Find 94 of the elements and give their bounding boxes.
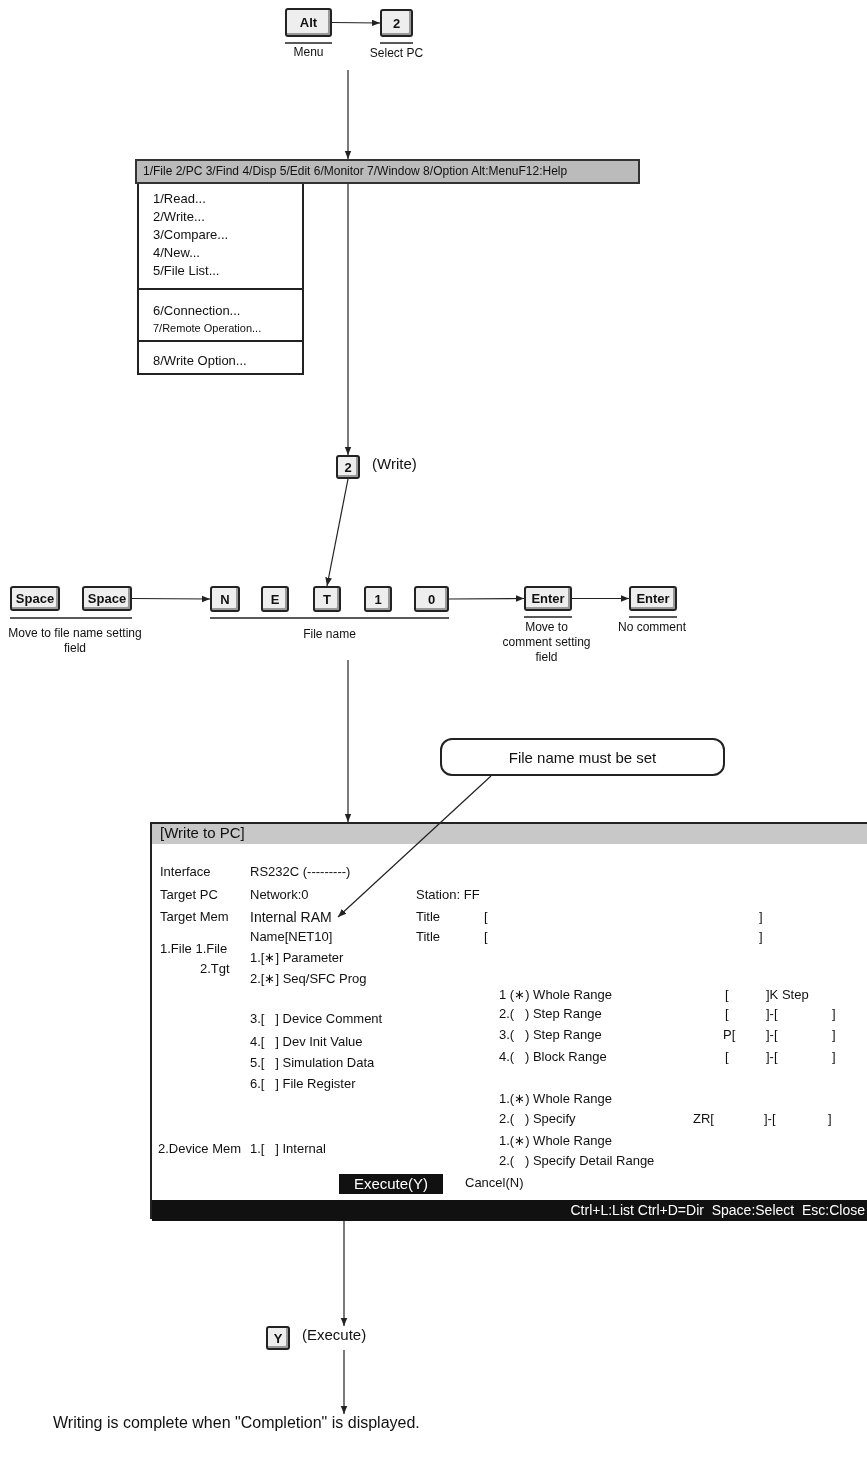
field-value: Internal RAM [250, 908, 338, 926]
execute-button: Execute(Y) [339, 1174, 443, 1194]
arrow [131, 595, 211, 603]
key-cap: Enter [629, 586, 677, 611]
menu-item: 2/Write... [153, 208, 205, 225]
field-label: 3.[ ] Device Comment [250, 1010, 383, 1028]
menu-item: 4/New... [153, 244, 200, 261]
menu-item: 5/File List... [153, 262, 220, 279]
key-cap: Space [82, 586, 132, 611]
field-label: [ [484, 928, 488, 946]
field-label: ]-[ [766, 1048, 778, 1066]
key-cap: Alt [285, 8, 332, 37]
dialog-window [150, 822, 867, 1219]
arrow [344, 183, 352, 456]
key-cap: 0 [414, 586, 449, 612]
key-caption: (Execute) [302, 1327, 367, 1342]
field-label: [ [725, 1048, 729, 1066]
key-cap: E [261, 586, 289, 612]
key-cap: N [210, 586, 240, 612]
dropdown-menu [137, 184, 304, 375]
field-label: Station: FF [416, 886, 480, 904]
field-label: [ [725, 986, 729, 1004]
field-label: P[ [723, 1026, 736, 1044]
field-label: 2.Tgt [200, 960, 230, 978]
arrow [344, 659, 352, 823]
field-label: 4.[ ] Dev Init Value [250, 1033, 363, 1051]
field-label: ] [759, 908, 763, 926]
field-label: ] [832, 1026, 836, 1044]
field-label: ] [832, 1005, 836, 1023]
field-label: 4.( ) Block Range [499, 1048, 607, 1066]
key-caption: Move to comment setting field [501, 620, 592, 665]
status-bar: Ctrl+L:List Ctrl+D=Dir Space:Select Esc:Close [152, 1200, 867, 1221]
field-label: ]-[ [764, 1110, 776, 1128]
field-label: 3.( ) Step Range [499, 1026, 602, 1044]
field-label: 1.[∗] Parameter [250, 949, 344, 967]
menu-item: 8/Write Option... [153, 352, 247, 369]
field-label: [ [484, 908, 488, 926]
key-cap: 1 [364, 586, 392, 612]
key-caption: No comment [617, 620, 687, 635]
field-label: 1.(∗) Whole Range [499, 1090, 612, 1108]
field-label: Name[NET10] [250, 928, 333, 946]
window-title: [Write to PC] [160, 824, 245, 842]
menu-item: 7/Remote Operation... [153, 321, 262, 336]
field-label: ]-[ [766, 1005, 778, 1023]
field-label: ZR[ [693, 1110, 714, 1128]
result-text: Writing is complete when "Completion" is displayed. [53, 1414, 773, 1436]
key-group-caption: File name [302, 627, 357, 642]
field-label: RS232C (---------) [250, 863, 351, 881]
field-label: ] [828, 1110, 832, 1128]
arrow [340, 1349, 348, 1415]
arrow [571, 595, 630, 602]
arrow [325, 478, 349, 587]
field-label: 1.File 1.File [160, 940, 228, 958]
menu-item: 3/Compare... [153, 226, 229, 243]
menu-bar: 1/File 2/PC 3/Find 4/Disp 5/Edit 6/Monitor 7/Window 8/Option Alt:MenuF12:Help [135, 159, 640, 184]
key-caption: Select PC [368, 46, 425, 61]
field-label: 2.( ) Specify [499, 1110, 576, 1128]
key-cap: 2 [336, 455, 360, 479]
field-label: ]-[ [766, 1026, 778, 1044]
key-caption: Menu [292, 45, 325, 60]
arrow [344, 69, 352, 160]
field-label: 1 (∗) Whole Range [499, 986, 612, 1004]
field-label: 2.[∗] Seq/SFC Prog [250, 970, 367, 988]
key-caption: (Write) [372, 456, 417, 471]
callout-box: File name must be set [440, 738, 725, 776]
field-label: ]K Step [766, 986, 809, 1004]
field-label: Target Mem [160, 908, 229, 926]
field-label: ] [759, 928, 763, 946]
leader-line [337, 775, 492, 918]
field-label: [ [725, 1005, 729, 1023]
menu-item: 6/Connection... [153, 302, 241, 319]
field-label: ] [832, 1048, 836, 1066]
field-label: 1.[ ] Internal [250, 1140, 326, 1158]
key-cap: Space [10, 586, 60, 611]
key-cap: 2 [380, 9, 413, 37]
field-label: Title [416, 908, 441, 926]
field-label: Title [416, 928, 441, 946]
arrow [448, 595, 525, 602]
field-label: 1.(∗) Whole Range [499, 1132, 612, 1150]
field-label: Target PC [160, 886, 218, 904]
field-label: 2.( ) Step Range [499, 1005, 602, 1023]
arrow [331, 19, 381, 27]
menu-item: 1/Read... [153, 190, 206, 207]
field-label: Network:0 [250, 886, 309, 904]
key-cap: Y [266, 1326, 290, 1350]
field-label: Interface [160, 863, 211, 881]
field-label: 6.[ ] File Register [250, 1075, 356, 1093]
key-cap: T [313, 586, 341, 612]
key-cap: Enter [524, 586, 572, 611]
field-label: 2.( ) Specify Detail Range [499, 1152, 655, 1170]
key-group-caption: Move to file name setting field [7, 626, 143, 656]
field-label: Cancel(N) [465, 1174, 524, 1192]
field-label: 5.[ ] Simulation Data [250, 1054, 375, 1072]
field-label: 2.Device Mem [158, 1140, 242, 1158]
